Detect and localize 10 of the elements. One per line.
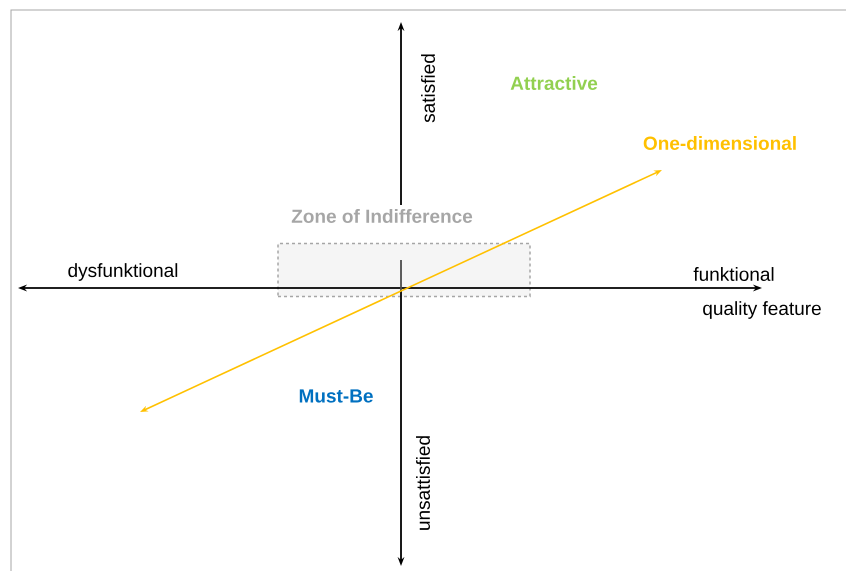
axis-label: funktional	[694, 267, 774, 281]
axis-label: One-dimensional	[644, 136, 796, 150]
axis-label: unsattisfied	[416, 436, 430, 530]
axis-label: dysfunktional	[68, 263, 178, 281]
axis-label: Attractive	[510, 76, 598, 90]
axis-label: Must-Be	[300, 389, 373, 403]
zone-box: Zone of Indifference	[277, 209, 531, 298]
axis-label: satisfied	[421, 54, 435, 122]
axis-label: quality feature	[703, 301, 821, 319]
node-label: Zone of Indifference	[292, 209, 472, 223]
